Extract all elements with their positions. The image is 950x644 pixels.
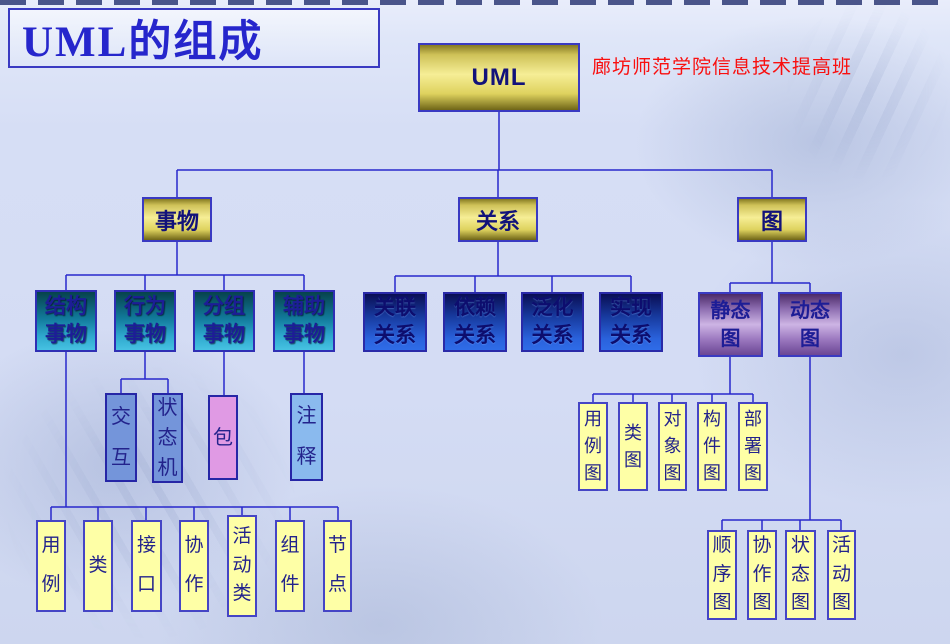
node-use-case: 用例 (36, 520, 66, 612)
node-interface: 接口 (131, 520, 162, 612)
node-dynamic-diagrams: 动态图 (778, 292, 842, 357)
slide-title-box: UML的组成 (8, 8, 380, 68)
node-use-case-diagram: 用例图 (578, 402, 608, 491)
node-collaboration-diagram: 协作图 (747, 530, 777, 620)
node-package: 包 (208, 395, 238, 480)
top-edge-decoration (0, 0, 950, 5)
connector-relationships-children (394, 241, 632, 292)
node-component: 组件 (275, 520, 305, 612)
node-generalization: 泛化关系 (521, 292, 584, 352)
slide-title: UML的组成 (22, 19, 264, 66)
connector-uml-children (176, 112, 773, 197)
node-static-diagrams: 静态图 (698, 292, 763, 357)
slide-annotation: 廊坊师范学院信息技术提高班 (592, 57, 853, 78)
node-structural-things: 结构事物 (35, 290, 97, 352)
node-things: 事物 (142, 197, 212, 242)
connector-structural-children (50, 352, 339, 520)
connector-behavioral-children (120, 352, 169, 393)
node-realization: 实现关系 (599, 292, 663, 352)
node-dependency: 依赖关系 (443, 292, 507, 352)
node-object-diagram: 对象图 (658, 402, 687, 491)
node-class-diagram: 类图 (618, 402, 648, 491)
node-relationships: 关系 (458, 197, 538, 242)
node-node: 节点 (323, 520, 352, 612)
node-uml: UML (418, 43, 580, 112)
node-behavioral-things: 行为事物 (114, 290, 176, 352)
connector-static-children (592, 357, 754, 402)
node-deployment-diagram: 部署图 (738, 402, 768, 491)
node-activity-diagram: 活动图 (827, 530, 856, 620)
connector-diagrams-children (729, 241, 811, 292)
node-interaction: 交互 (105, 393, 137, 482)
node-diagrams: 图 (737, 197, 807, 242)
node-statechart-diagram: 状态图 (785, 530, 816, 620)
node-annotational-things: 辅助事物 (273, 290, 335, 352)
node-note: 注释 (290, 393, 323, 481)
node-component-diagram: 构件图 (697, 402, 727, 491)
connector-dynamic-children (721, 357, 842, 530)
node-active-class: 活动类 (227, 515, 257, 617)
node-grouping-things: 分组事物 (193, 290, 255, 352)
node-class: 类 (83, 520, 113, 612)
node-collaboration: 协作 (179, 520, 209, 612)
node-association: 关联关系 (363, 292, 427, 352)
node-state-machine: 状态机 (152, 393, 183, 483)
node-sequence-diagram: 顺序图 (707, 530, 737, 620)
connector-things-children (65, 241, 305, 290)
